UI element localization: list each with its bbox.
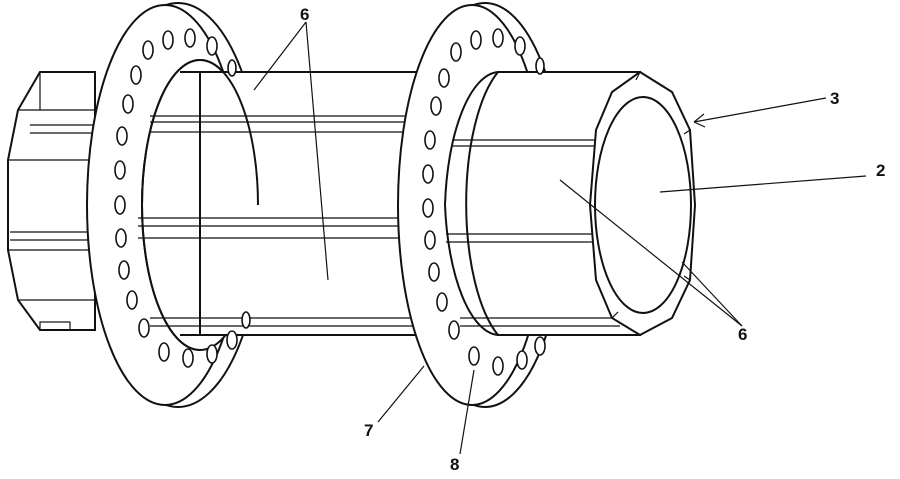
pipe-left-end bbox=[7, 71, 96, 331]
label-2: 2 bbox=[876, 161, 885, 180]
leader-lines bbox=[253, 21, 867, 455]
label-7: 7 bbox=[364, 421, 373, 440]
label-6-right: 6 bbox=[738, 325, 747, 344]
right-flange-bolt-holes bbox=[422, 28, 546, 376]
right-flange-bore-edge bbox=[443, 71, 499, 336]
left-flange-bore-front bbox=[140, 59, 201, 351]
label-6-top: 6 bbox=[300, 5, 309, 24]
label-8: 8 bbox=[450, 455, 459, 474]
label-3: 3 bbox=[830, 89, 839, 108]
left-flange-bore-edge bbox=[199, 59, 259, 206]
left-flange-bolt-holes bbox=[114, 28, 251, 368]
pipe-end-face bbox=[588, 70, 697, 337]
